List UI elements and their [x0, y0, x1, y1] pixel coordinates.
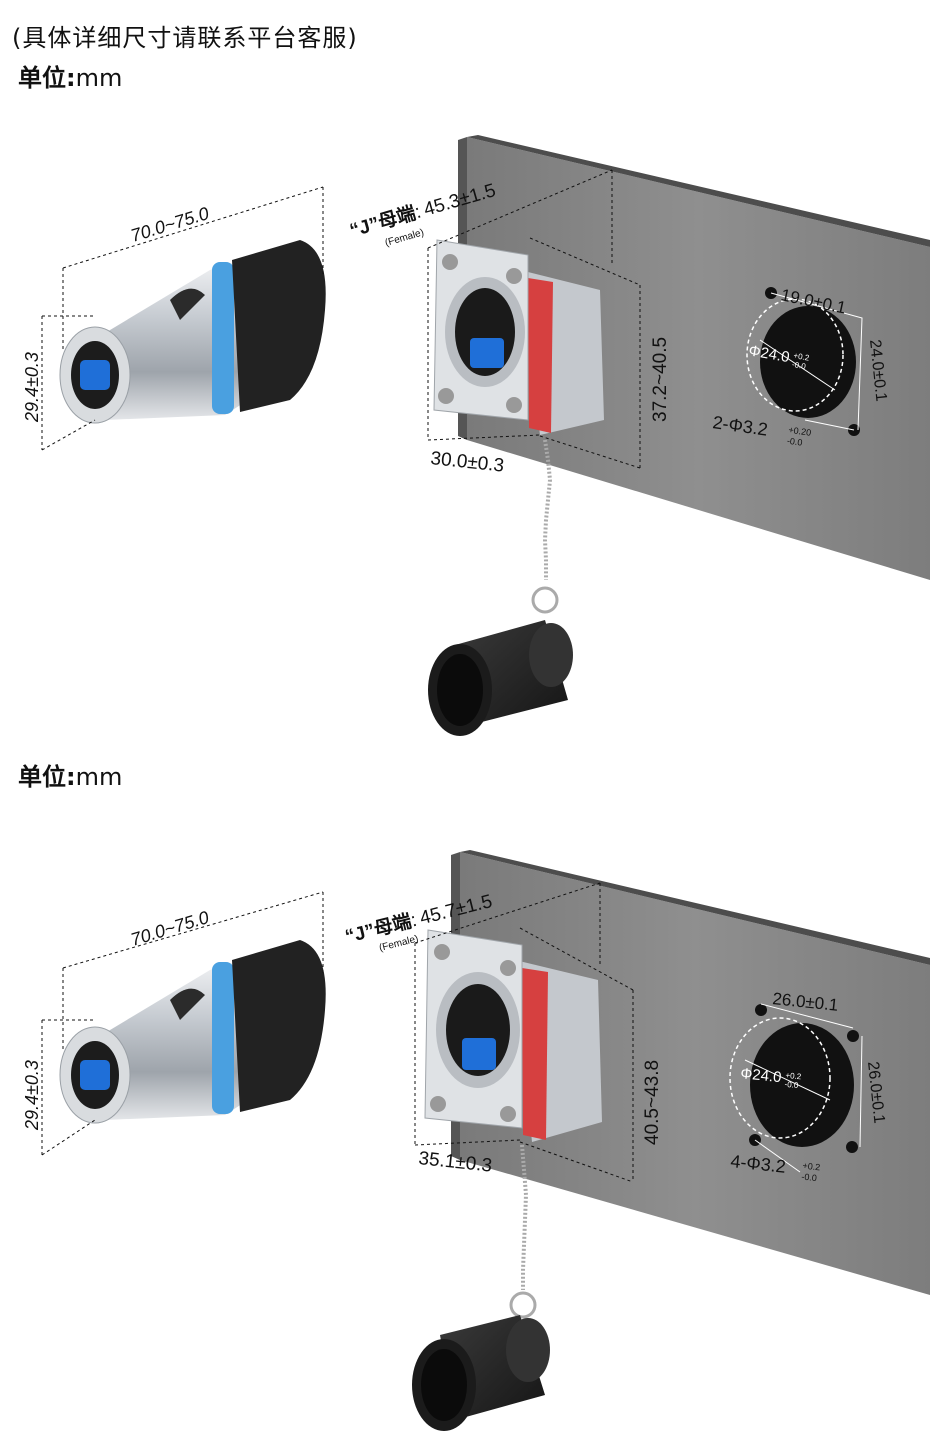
diagram-panel-top: 70.0~75.0 29.4±0.3 “J”母端:45.3±1.5 (Femal… — [22, 135, 930, 736]
svg-text:-0.0: -0.0 — [786, 436, 803, 448]
svg-text:+0.20: +0.20 — [788, 425, 812, 438]
plug-diameter-label: 29.4±0.3 — [22, 1060, 42, 1131]
female-socket — [433, 239, 604, 614]
svg-text:+0.2: +0.2 — [802, 1161, 821, 1173]
svg-text:+0.2: +0.2 — [785, 1071, 802, 1082]
plug-diameter-label: 29.4±0.3 — [22, 352, 42, 423]
flange-width-label: 30.0±0.3 — [429, 448, 505, 477]
plug-length-label: 70.0~75.0 — [128, 907, 211, 950]
flange-height-label: 40.5~43.8 — [642, 1060, 663, 1145]
svg-text:+0.2: +0.2 — [793, 351, 811, 363]
svg-text:-0.0: -0.0 — [791, 360, 807, 371]
mount-hole — [846, 1141, 858, 1153]
svg-text:Φ24.0: Φ24.0 — [747, 342, 790, 366]
female-socket — [424, 929, 602, 1319]
socket-dimension-lines — [427, 169, 641, 469]
socket-dimension-lines — [414, 882, 634, 1183]
flange-height-label: 37.2~40.5 — [650, 337, 671, 422]
mount-holes-label: 4-Φ3.2 +0.2 -0.0 — [730, 1151, 821, 1184]
usb-plug-connector — [59, 940, 326, 1124]
contact-note: (具体详细尺寸请联系平台客服) — [12, 24, 358, 52]
plug-dimension-lines — [41, 891, 324, 1156]
mounting-plate — [451, 850, 930, 1295]
unit-label-bottom: 单位:mm — [18, 763, 123, 791]
dust-cap — [412, 1315, 550, 1431]
svg-text:-0.0: -0.0 — [801, 1172, 817, 1184]
usb-plug-connector — [59, 240, 326, 424]
plug-dimension-lines — [41, 186, 324, 451]
cutout-diameter-label: Φ24.0 +0.2 -0.0 — [747, 342, 811, 371]
diagram-panel-bottom: 70.0~75.0 29.4±0.3 “J”母端:45.7±1.5 (Femal… — [22, 850, 930, 1431]
mount-hole — [755, 1004, 767, 1016]
hole-spacing-v-label: 24.0±0.1 — [866, 339, 889, 403]
unit-label-top: 单位:mm — [18, 64, 123, 92]
cutout-diameter-label: Φ24.0 +0.2 -0.0 — [740, 1065, 803, 1090]
mount-hole — [847, 1030, 859, 1042]
plug-length-label: 70.0~75.0 — [128, 203, 211, 246]
mounting-plate — [458, 135, 930, 580]
hole-spacing-v-label: 26.0±0.1 — [864, 1061, 887, 1125]
dust-cap — [428, 620, 573, 736]
svg-text:Φ24.0: Φ24.0 — [740, 1065, 783, 1086]
panel-cutout — [750, 1023, 854, 1147]
svg-text:-0.0: -0.0 — [784, 1080, 799, 1090]
